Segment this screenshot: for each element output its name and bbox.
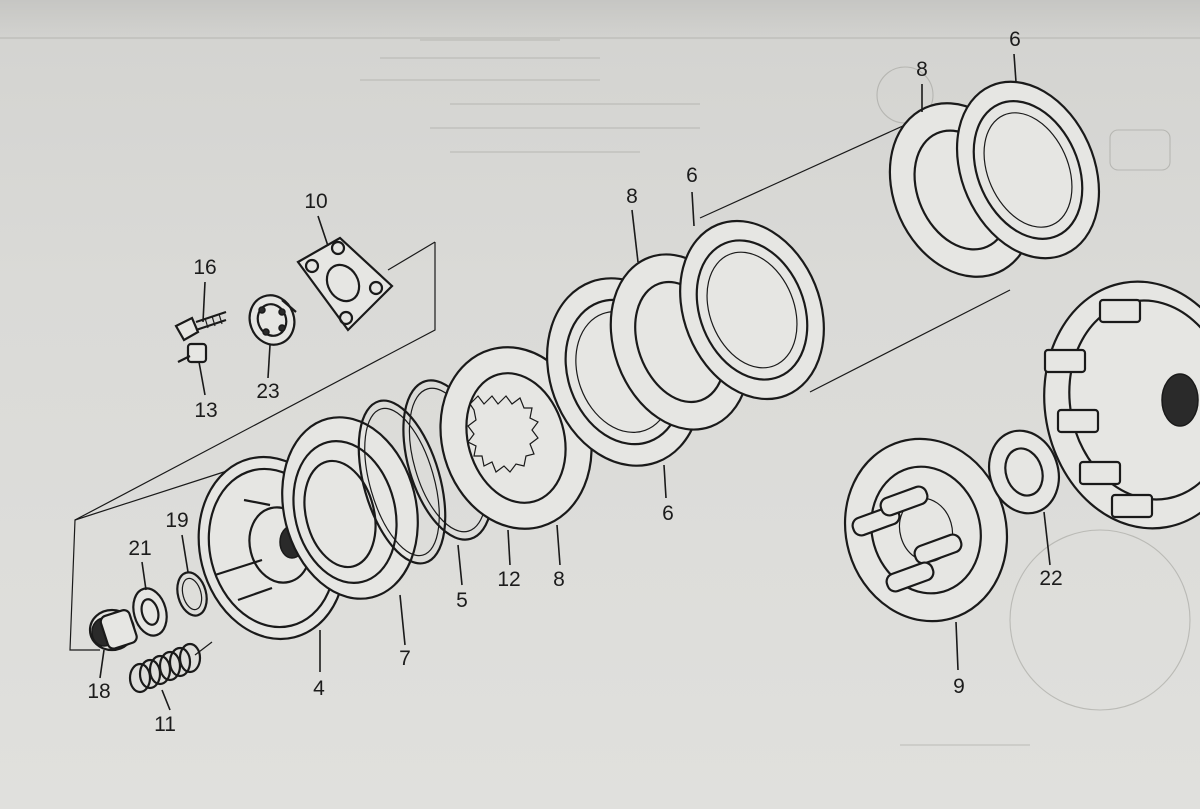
- part-number-6-upper: 6: [1009, 28, 1021, 51]
- bearing-part-23: [248, 294, 297, 346]
- part-number-8-upper: 8: [916, 58, 928, 81]
- plate-part-5: [357, 399, 447, 565]
- washer-part-22: [988, 429, 1060, 515]
- part-number-4: 4: [313, 677, 325, 700]
- assembly-guide-lines: [74, 124, 1011, 521]
- part-number-11: 11: [154, 713, 176, 736]
- part-number-16: 16: [193, 256, 217, 279]
- bolt-part-13: [177, 342, 208, 364]
- friction-disc-part-6-middle: [679, 219, 825, 401]
- part-number-8-middle: 8: [626, 185, 638, 208]
- spring-part-11: [128, 641, 213, 694]
- part-number-19: 19: [165, 509, 189, 532]
- leader-lines: [99, 53, 1051, 711]
- part-number-8-lower: 8: [553, 568, 565, 591]
- part-number-22: 22: [1039, 567, 1063, 590]
- bleed-through-lines: [0, 37, 1200, 746]
- washer-part-21: [132, 587, 168, 637]
- part-number-13: 13: [194, 399, 218, 422]
- ring-part-19: [176, 571, 208, 617]
- clutch-outer-basket: [1043, 280, 1200, 530]
- clutch-center-part-9: [843, 437, 1009, 623]
- part-number-6-middle: 6: [686, 164, 698, 187]
- part-number-9: 9: [953, 675, 965, 698]
- part-number-21: 21: [128, 537, 152, 560]
- part-number-18: 18: [87, 680, 111, 703]
- part-number-12: 12: [497, 568, 521, 591]
- bolt-part-16: [174, 310, 227, 342]
- clutch-center-part-7: [281, 416, 419, 600]
- part-number-7: 7: [399, 647, 411, 670]
- nut-part-18: [88, 608, 138, 652]
- part-number-5: 5: [456, 589, 468, 612]
- part-number-6-lower: 6: [662, 502, 674, 525]
- part-number-10: 10: [304, 190, 328, 213]
- lifter-plate-part-10: [296, 236, 394, 332]
- part-number-23: 23: [256, 380, 280, 403]
- friction-disc-part-6-upper: [955, 80, 1101, 260]
